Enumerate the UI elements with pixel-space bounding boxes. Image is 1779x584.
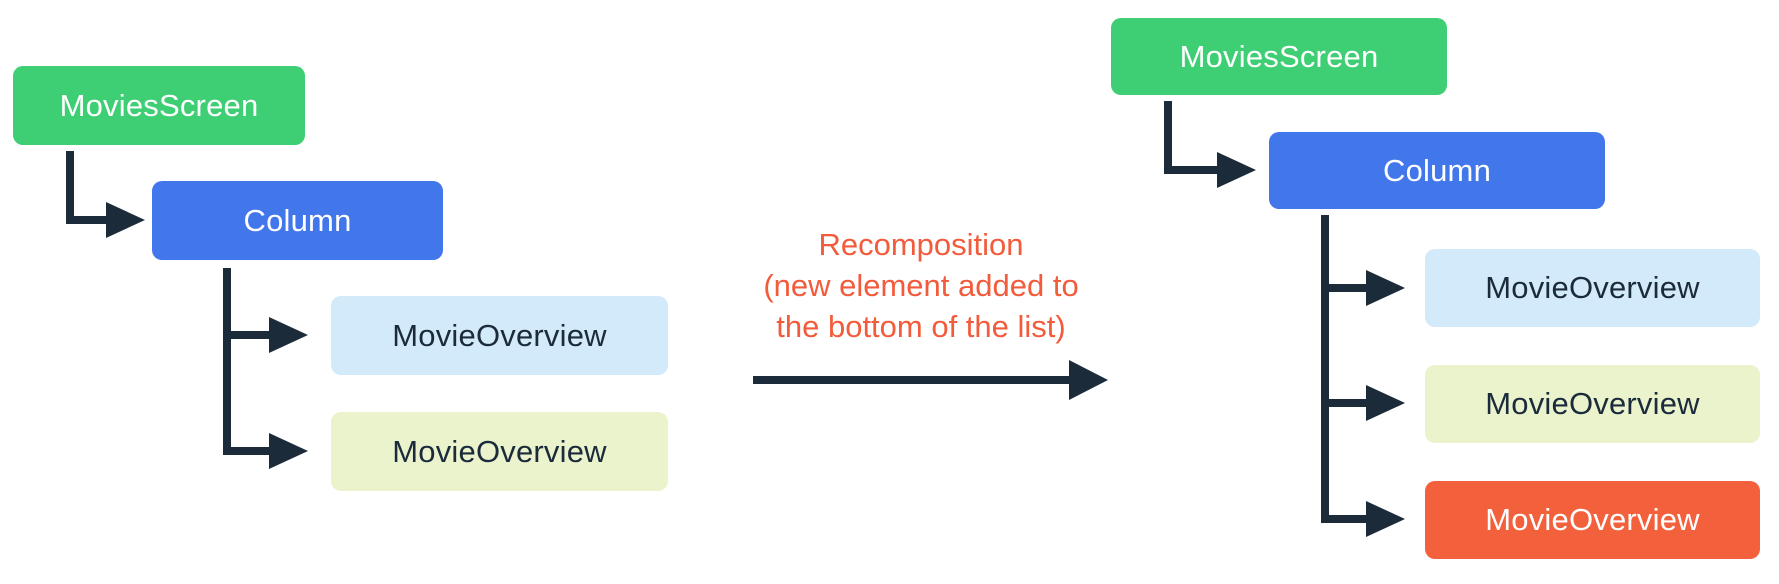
right-node-movieoverview-new: MovieOverview xyxy=(1425,481,1760,559)
right-node-movieoverview-2: MovieOverview xyxy=(1425,365,1760,443)
connector-right-moviesscreen-to-column xyxy=(1164,101,1217,174)
left-node-moviesscreen: MoviesScreen xyxy=(13,66,305,145)
right-node-movieoverview-1: MovieOverview xyxy=(1425,249,1760,327)
left-node-movieoverview-2: MovieOverview xyxy=(331,412,668,491)
connector-left-moviesscreen-to-column xyxy=(66,151,106,224)
annotation-line-3: the bottom of the list) xyxy=(776,309,1066,344)
node-label: Column xyxy=(243,202,352,238)
annotation-line-2: (new element added to xyxy=(763,268,1079,303)
arrow-head-icon xyxy=(1366,270,1405,306)
node-label: MovieOverview xyxy=(392,433,607,469)
node-label: Column xyxy=(1382,152,1492,188)
node-label: MovieOverview xyxy=(1485,270,1700,305)
arrow-head-icon xyxy=(269,433,308,469)
arrow-head-icon xyxy=(1217,152,1256,188)
node-label: MovieOverview xyxy=(1485,386,1700,421)
left-node-column: Column xyxy=(152,181,443,260)
node-label: MovieOverview xyxy=(392,317,607,353)
arrow-head-icon xyxy=(1366,385,1405,421)
node-label: MoviesScreen xyxy=(59,87,259,123)
arrow-head-icon xyxy=(106,202,145,238)
right-node-column: Column xyxy=(1269,132,1605,209)
annotation-line-1: Recomposition xyxy=(818,227,1024,262)
arrow-head-icon xyxy=(269,317,308,353)
right-node-moviesscreen: MoviesScreen xyxy=(1111,18,1447,95)
arrow-head-icon xyxy=(1366,501,1405,537)
recomposition-annotation: Recomposition (new element added to the … xyxy=(700,224,1142,347)
node-label: MovieOverview xyxy=(1485,502,1700,537)
arrow-head-icon xyxy=(1069,360,1108,400)
left-node-movieoverview-1: MovieOverview xyxy=(331,296,668,375)
node-label: MoviesScreen xyxy=(1179,38,1379,74)
